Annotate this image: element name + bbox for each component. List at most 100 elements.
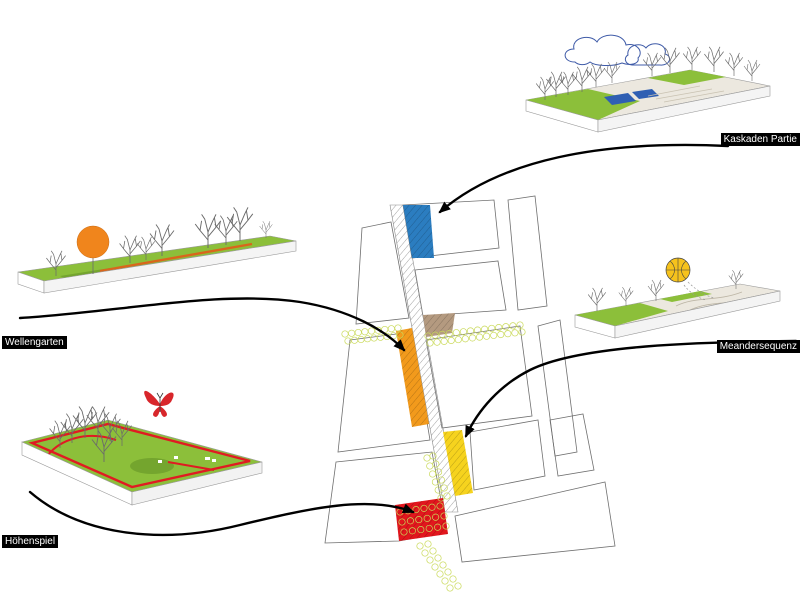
path-marker [445,329,453,338]
path-marker [436,502,444,510]
butterfly-wing [153,406,160,417]
cascade-steps [647,85,725,103]
path-marker [408,527,416,535]
path-marker [447,336,455,345]
label-kaskaden-partie: Kaskaden Partie [720,133,800,146]
path-markers [341,321,526,592]
vignette-wellengarten [17,206,297,294]
path-marker [433,338,441,346]
path-marker [431,563,439,571]
wave-path [99,242,253,273]
city-block [507,195,548,311]
arrow-wellengarten [18,297,406,352]
path-marker [432,513,440,521]
play-element [174,456,178,459]
path-marker [461,335,469,343]
path-marker [424,332,432,340]
vignette-meandersequenz [574,257,781,339]
block-hatch [443,430,473,496]
path-marker [466,327,475,335]
basketball-seams [666,258,690,282]
path-marker [481,325,489,333]
label-hoehenspiel: Höhenspiel [2,535,59,548]
lawn-area [575,303,668,326]
path-marker [441,577,449,585]
path-marker [444,568,452,576]
path-marker [431,331,439,339]
path-marker [443,492,451,500]
red-curve [167,461,215,471]
path-marker [502,323,510,331]
city-block [355,221,410,325]
path-marker [394,324,402,332]
path-marker [396,331,404,339]
orange-tree [76,225,110,259]
play-element [205,457,210,460]
path-marker [473,326,482,334]
vignette-kaskaden-partie [525,34,771,133]
path-marker [490,331,498,339]
path-marker [509,322,517,330]
path-marker [511,329,519,337]
path-marker [406,517,414,525]
lawn-area [660,291,712,302]
path-marker [440,484,448,492]
block-hatch [403,205,434,258]
vignette-hoehenspiel [21,390,263,506]
path-marker [497,330,505,339]
path-marker [415,516,423,524]
path-marker [424,540,432,548]
path-marker [429,547,437,555]
block-hoehenspiel [395,498,448,541]
path-marker [432,460,440,468]
city-block [469,419,546,491]
path-marker [495,323,503,332]
city-block [549,413,595,477]
arrow-hoehenspiel [28,490,415,537]
path-marker [454,336,462,344]
path-marker [468,334,477,342]
path-marker [449,575,457,583]
butterfly-body [156,392,164,412]
path-marker [398,518,406,526]
path-marker [417,526,425,534]
path-marker [425,524,433,532]
path-marker [437,476,445,484]
motion-lines [683,281,715,301]
path-marker [459,328,467,336]
path-marker [420,504,428,512]
butterfly-wing [144,390,160,406]
cloud-icon [564,34,641,66]
basketball-icon [665,257,691,283]
block-hatch [396,328,429,427]
play-element [158,460,162,463]
path-marker [400,528,408,536]
slab-side [131,461,263,506]
pool [632,89,659,99]
path-marker [475,333,484,341]
city-block [537,319,578,457]
path-marker [438,330,446,338]
path-marker [421,549,429,557]
butterfly-icon [144,390,174,417]
path-marker [439,561,447,569]
path-marker [442,522,450,530]
red-edging [28,422,251,489]
block-kaskaden [403,205,434,258]
path-marker [416,542,424,550]
path-marker [436,570,444,578]
block-meandersequenz [443,430,473,496]
block-hatch [395,498,448,541]
path-marker [429,452,437,460]
city-block [337,331,431,453]
path-marker [434,554,442,562]
path-marker [435,468,443,476]
play-element [212,459,216,462]
city-block [454,481,616,563]
arrow-kaskaden-partie [438,143,730,214]
lawn-area [648,70,726,85]
label-meandersequenz: Meandersequenz [716,340,800,353]
hill [130,458,174,474]
